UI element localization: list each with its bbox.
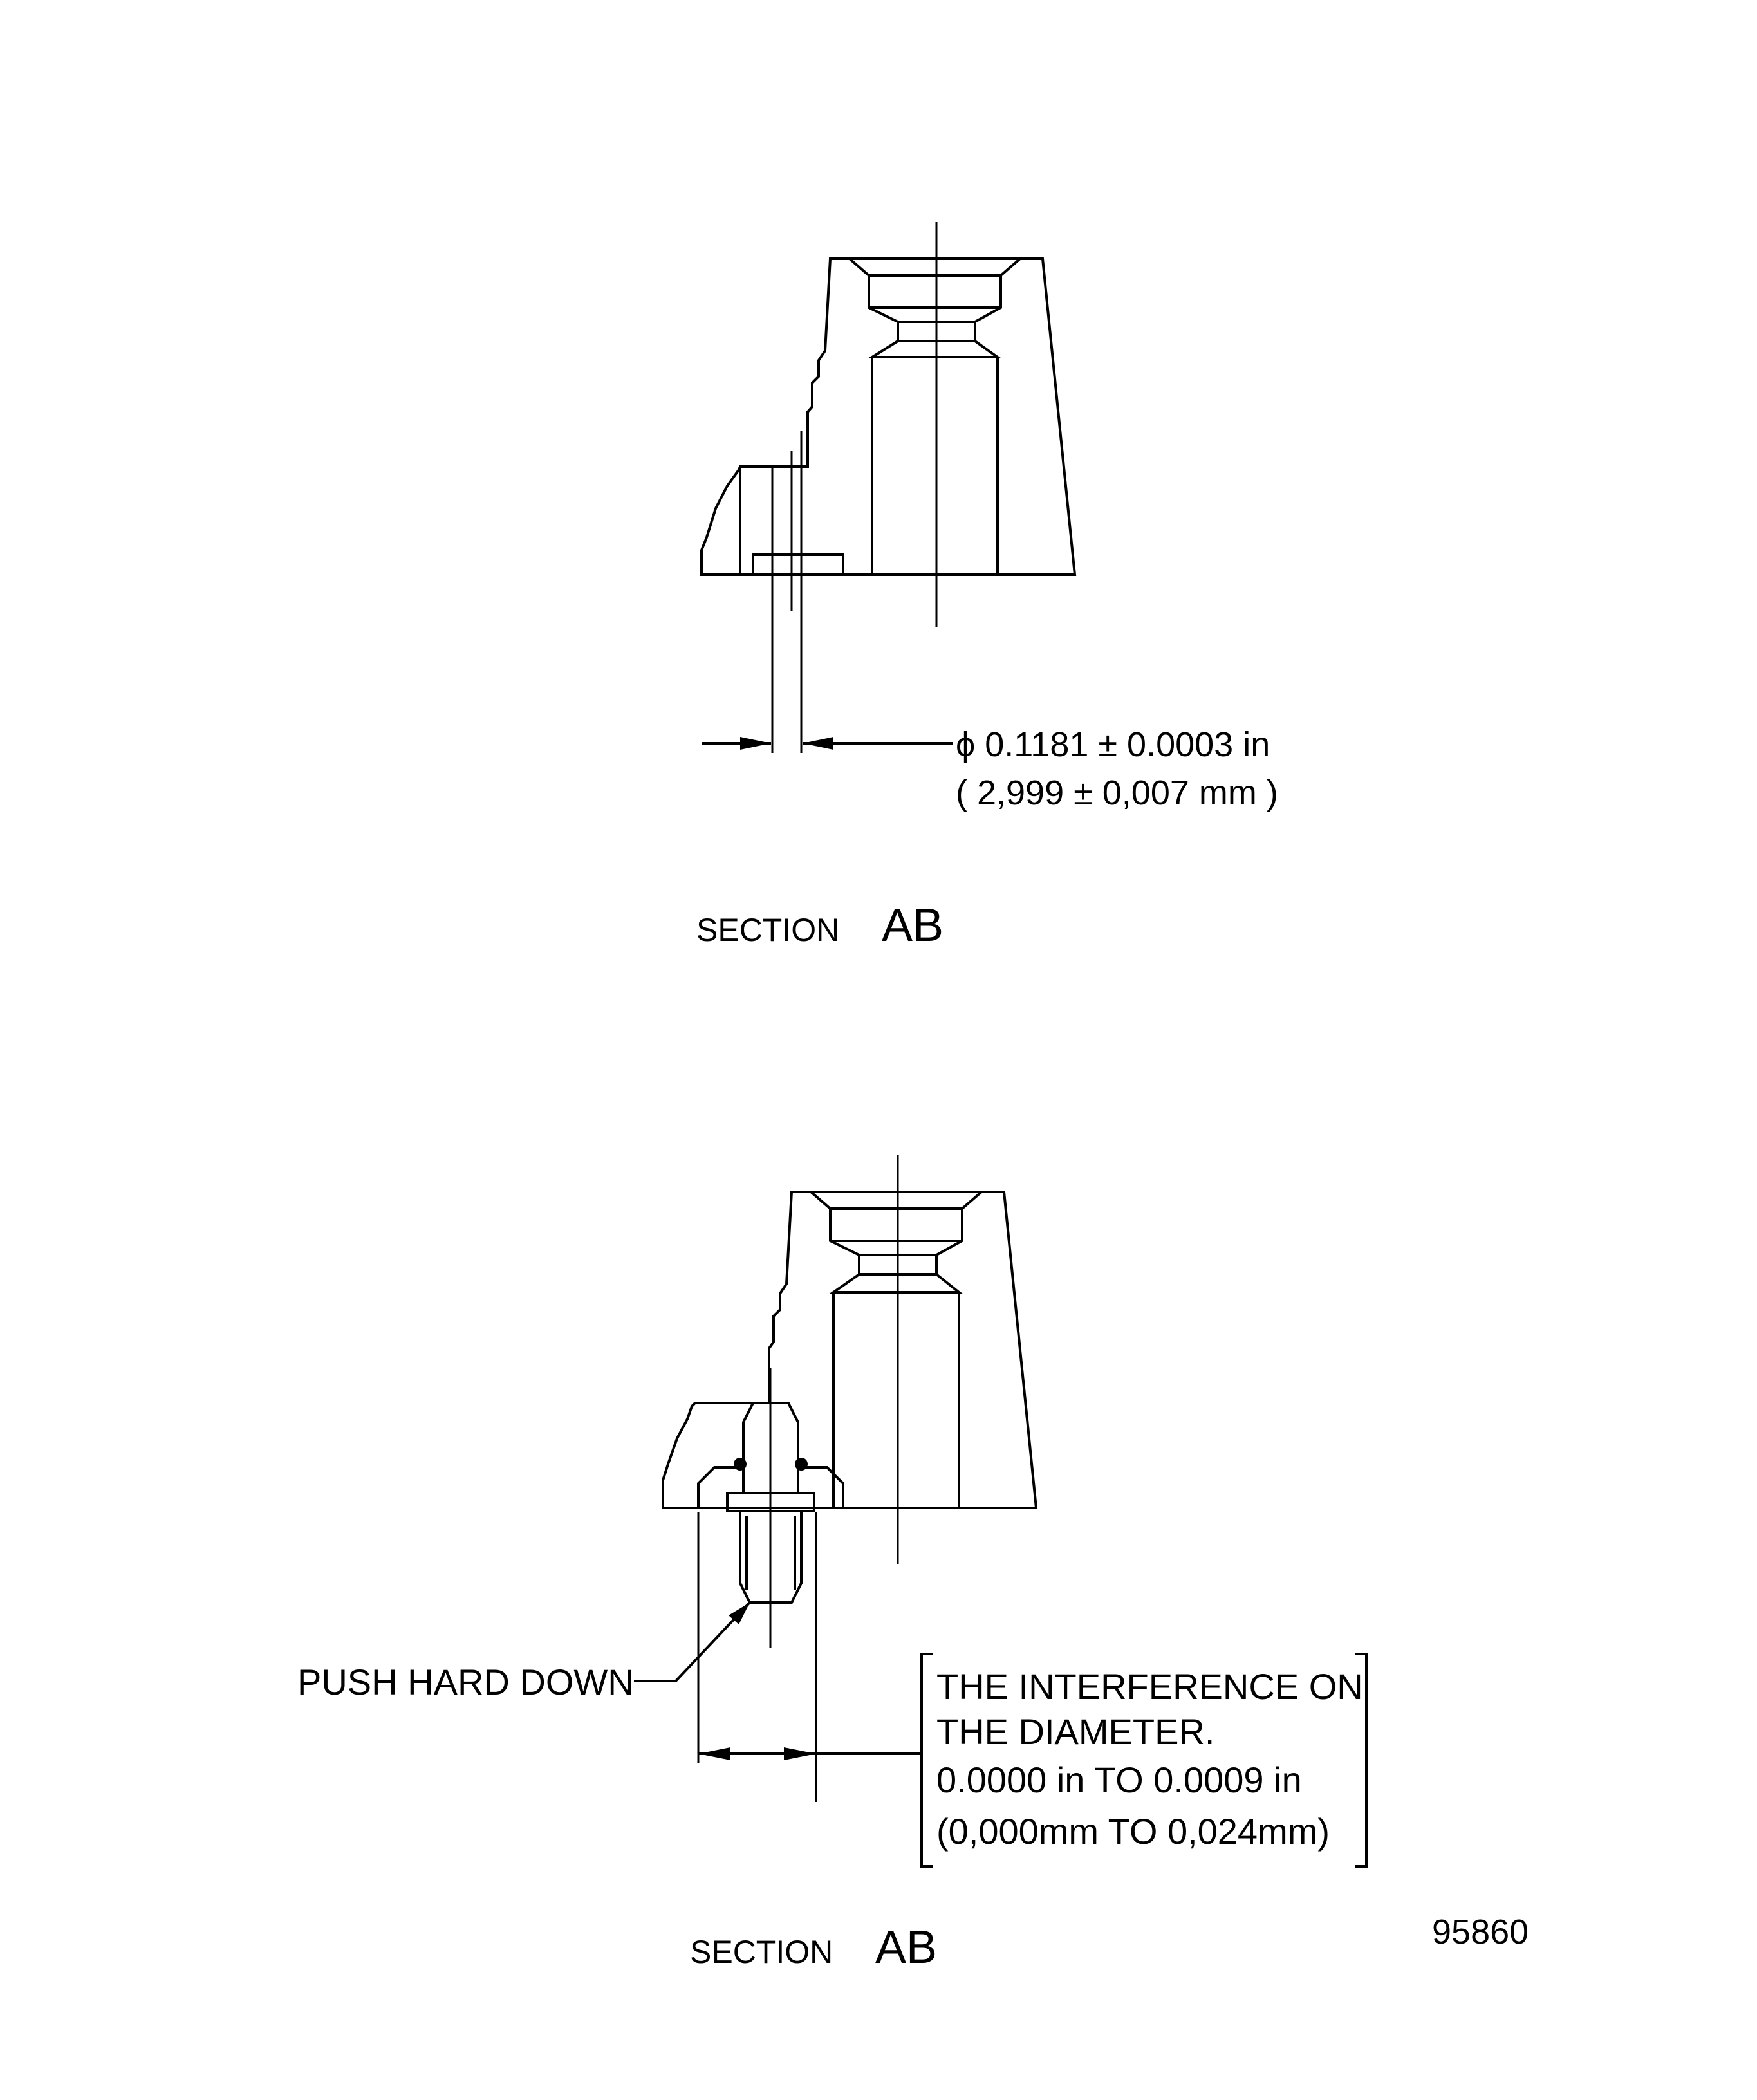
top-dimension-inch: ϕ 0.1181 ± 0.0003 in bbox=[956, 725, 1270, 764]
bottom-section-word: SECTION bbox=[690, 1934, 833, 1970]
note-box-left-bracket bbox=[920, 1653, 933, 1868]
top-body-outline bbox=[700, 257, 1077, 576]
push-leader bbox=[634, 1601, 751, 1682]
figure-number: 95860 bbox=[1432, 1913, 1529, 1951]
note-box-right-bracket bbox=[1355, 1653, 1368, 1868]
top-dimension-mm: ( 2,999 ± 0,007 mm ) bbox=[956, 774, 1278, 812]
bottom-body-outline bbox=[662, 1191, 1038, 1509]
bottom-section-id: AB bbox=[875, 1922, 937, 1973]
top-section-view: ϕ 0.1181 ± 0.0003 in ( 2,999 ± 0,007 mm … bbox=[696, 222, 1278, 951]
top-section-id: AB bbox=[882, 900, 944, 951]
note-line-2: THE DIAMETER. bbox=[936, 1711, 1214, 1752]
note-line-1: THE INTERFERENCE ON bbox=[936, 1666, 1363, 1707]
top-dowel-recess bbox=[752, 553, 844, 575]
bottom-section-view: PUSH HARD DOWN THE INTERFERENCE ON THE D… bbox=[297, 1155, 1368, 1973]
top-bore-top-chamfer bbox=[848, 257, 1021, 277]
push-hard-down-label: PUSH HARD DOWN bbox=[297, 1662, 634, 1702]
note-line-4: (0,000mm TO 0,024mm) bbox=[936, 1811, 1330, 1852]
note-line-3: 0.0000 in TO 0.0009 in bbox=[936, 1760, 1302, 1800]
top-section-word: SECTION bbox=[696, 912, 839, 948]
